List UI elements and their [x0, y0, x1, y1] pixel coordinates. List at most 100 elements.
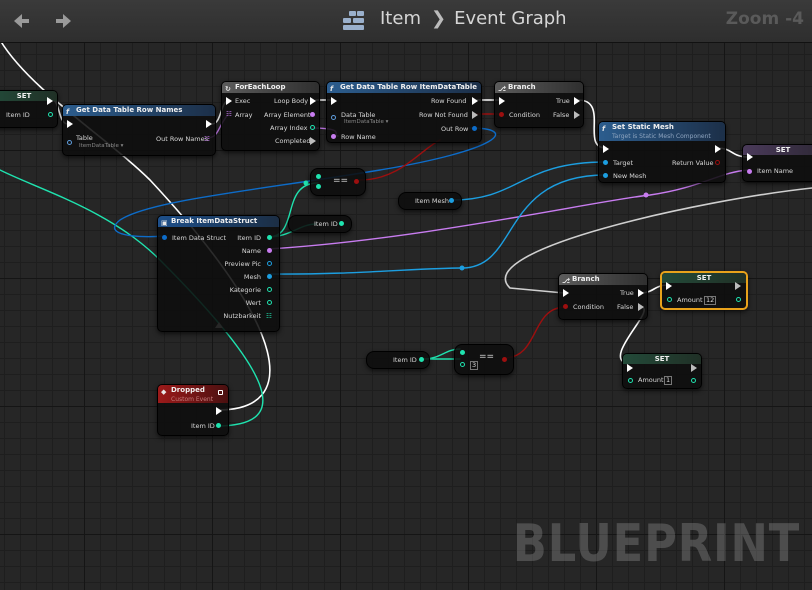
back-button[interactable]: [9, 9, 33, 33]
node-set-item-name[interactable]: SET Item Name: [742, 144, 812, 182]
bool-in-pin[interactable]: [563, 304, 568, 309]
mesh-out-pin[interactable]: [267, 274, 272, 279]
node-get-item-id-top[interactable]: Item ID: [288, 215, 352, 233]
forward-button[interactable]: [52, 9, 76, 33]
int-in-pin[interactable]: [316, 174, 321, 179]
amount-value-input[interactable]: 1: [664, 376, 673, 385]
int-out-pin[interactable]: [310, 125, 315, 130]
delegate-pin[interactable]: [218, 390, 223, 395]
exec-in-pin[interactable]: [747, 153, 753, 161]
bool-out-pin[interactable]: [354, 179, 359, 184]
bool-out-pin[interactable]: [502, 357, 507, 362]
exec-in-pin[interactable]: [666, 282, 672, 290]
table-in-pin[interactable]: [67, 140, 72, 145]
exec-in-pin[interactable]: [67, 120, 73, 128]
array-icon[interactable]: ☷: [204, 135, 210, 143]
node-subtitle: Target is Static Mesh Component: [612, 133, 711, 140]
node-get-item-id-bottom[interactable]: Item ID: [366, 351, 430, 369]
node-set-amount-false[interactable]: SET Amount 1: [622, 353, 702, 389]
exec-in-pin[interactable]: [226, 97, 232, 105]
pin-label: Wert: [245, 299, 261, 307]
int-out-pin[interactable]: [419, 357, 424, 362]
table-dropdown[interactable]: ItemDataTable ▾: [79, 143, 124, 149]
node-break-item-data-struct[interactable]: ▣Break ItemDataStruct Item Data Struct I…: [157, 215, 280, 332]
mesh-in-pin[interactable]: [603, 173, 608, 178]
name-in-pin[interactable]: [747, 169, 752, 174]
node-equal-bottom[interactable]: 3 ==: [454, 344, 514, 375]
exec-out-pin[interactable]: [574, 111, 580, 119]
exec-out-pin[interactable]: [310, 97, 316, 105]
name-out-pin[interactable]: [310, 112, 315, 117]
loop-icon: ↻: [225, 85, 231, 93]
array-icon[interactable]: ☷: [266, 312, 272, 320]
texture-out-pin[interactable]: [267, 261, 272, 266]
graph-toolbar: Item❯Event Graph Zoom -4: [0, 0, 812, 43]
exec-out-pin[interactable]: [216, 407, 222, 415]
int-out-pin[interactable]: [267, 300, 272, 305]
int-out-pin[interactable]: [736, 297, 741, 302]
int-out-pin[interactable]: [48, 112, 53, 117]
exec-out-pin[interactable]: [638, 303, 644, 311]
object-out-pin[interactable]: [449, 198, 454, 203]
name-in-pin[interactable]: [331, 134, 336, 139]
node-foreach-loop[interactable]: ↻ForEachLoop Exec ☷ Array Loop Body Arra…: [221, 81, 320, 151]
exec-in-pin[interactable]: [563, 289, 569, 297]
exec-in-pin[interactable]: [331, 97, 337, 105]
pin-label: Completed: [275, 137, 311, 145]
int-in-pin[interactable]: [667, 297, 672, 302]
struct-out-pin[interactable]: [472, 126, 477, 131]
exec-out-pin[interactable]: [638, 289, 644, 297]
exec-out-pin[interactable]: [574, 97, 580, 105]
breadcrumb: Item❯Event Graph: [380, 8, 567, 29]
breadcrumb-graph[interactable]: Event Graph: [454, 8, 567, 29]
pin-label: Array: [235, 111, 253, 119]
compare-value-input[interactable]: 3: [470, 361, 479, 370]
bool-in-pin[interactable]: [499, 112, 504, 117]
enum-out-pin[interactable]: [267, 287, 272, 292]
int-out-pin[interactable]: [216, 423, 221, 428]
int-in-pin[interactable]: [460, 350, 465, 355]
exec-in-pin[interactable]: [499, 97, 505, 105]
exec-out-pin[interactable]: [472, 97, 478, 105]
node-set-item-id[interactable]: SET Item ID: [0, 90, 58, 128]
array-icon[interactable]: ☷: [226, 110, 232, 118]
node-set-amount-true[interactable]: SET Amount 12: [660, 271, 748, 310]
exec-out-pin[interactable]: [472, 111, 478, 119]
amount-value-input[interactable]: 12: [704, 296, 717, 305]
int-out-pin[interactable]: [339, 221, 344, 226]
exec-out-pin[interactable]: [206, 120, 212, 128]
int-in-pin[interactable]: [460, 362, 465, 367]
node-equal-top[interactable]: ==: [310, 168, 366, 196]
table-in-pin[interactable]: [331, 115, 336, 120]
node-branch-top[interactable]: ⎇Branch Condition True False: [494, 81, 584, 128]
exec-out-pin[interactable]: [691, 364, 697, 372]
int-out-pin[interactable]: [267, 235, 272, 240]
pin-label: Row Found: [431, 97, 467, 105]
name-out-pin[interactable]: [267, 248, 272, 253]
exec-out-pin[interactable]: [735, 282, 741, 290]
table-dropdown[interactable]: ItemDataTable ▾: [344, 119, 389, 125]
int-in-pin[interactable]: [316, 184, 321, 189]
exec-in-pin[interactable]: [603, 145, 609, 153]
exec-out-pin[interactable]: [715, 145, 721, 153]
node-branch-bottom[interactable]: ⎇Branch Condition True False: [558, 273, 648, 320]
int-out-pin[interactable]: [691, 378, 696, 383]
int-in-pin[interactable]: [628, 378, 633, 383]
exec-out-pin[interactable]: [47, 97, 53, 105]
exec-out-pin[interactable]: [310, 137, 316, 145]
target-in-pin[interactable]: [603, 160, 608, 165]
pin-label: Item Name: [757, 167, 794, 175]
node-get-item-mesh[interactable]: Item Mesh: [398, 192, 462, 210]
return-out-pin[interactable]: [715, 160, 720, 165]
node-subtitle: Custom Event: [171, 396, 214, 403]
breadcrumb-blueprint[interactable]: Item: [380, 8, 421, 29]
exec-in-pin[interactable]: [627, 364, 633, 372]
struct-in-pin[interactable]: [162, 235, 167, 240]
